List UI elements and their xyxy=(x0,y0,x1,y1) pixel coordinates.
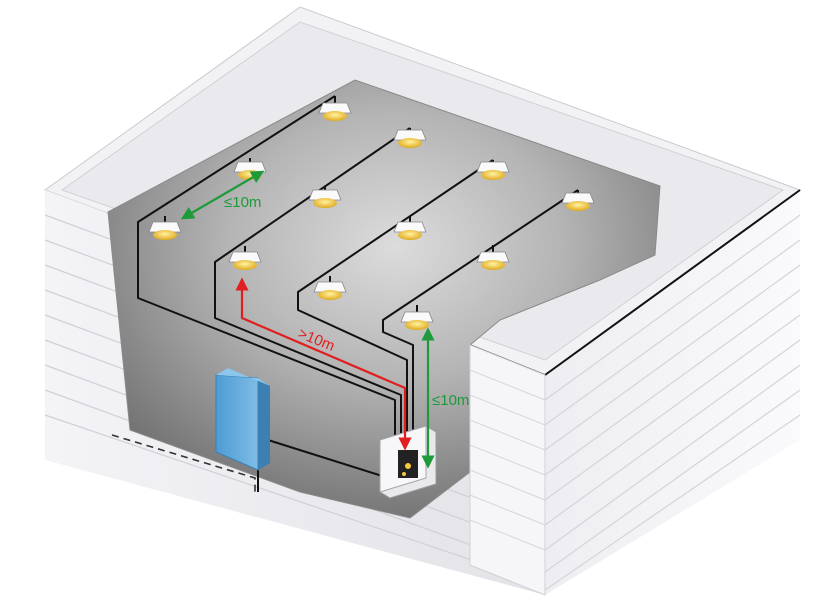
ceiling-lamp-icon xyxy=(308,189,342,208)
ceiling-lamp-icon xyxy=(561,192,595,211)
ceiling-lamp-icon xyxy=(148,221,182,240)
run-short-label: ≤10m xyxy=(432,392,469,409)
lamp-spacing-arrow xyxy=(180,170,265,220)
distribution-cabinet-icon xyxy=(215,368,270,471)
external-cable-dashed xyxy=(111,434,256,492)
lamp-spacing-label: ≤10m xyxy=(224,194,261,211)
run-long-arrow xyxy=(235,277,412,451)
ceiling-lamp-icon xyxy=(476,161,510,180)
ceiling-lamp-icon xyxy=(393,129,427,148)
ceiling-lamp-icon xyxy=(393,221,427,240)
ceiling-lamp-icon xyxy=(228,251,262,270)
ceiling-lamp-icon xyxy=(476,251,510,270)
ceiling-lamp-icon xyxy=(318,102,352,121)
